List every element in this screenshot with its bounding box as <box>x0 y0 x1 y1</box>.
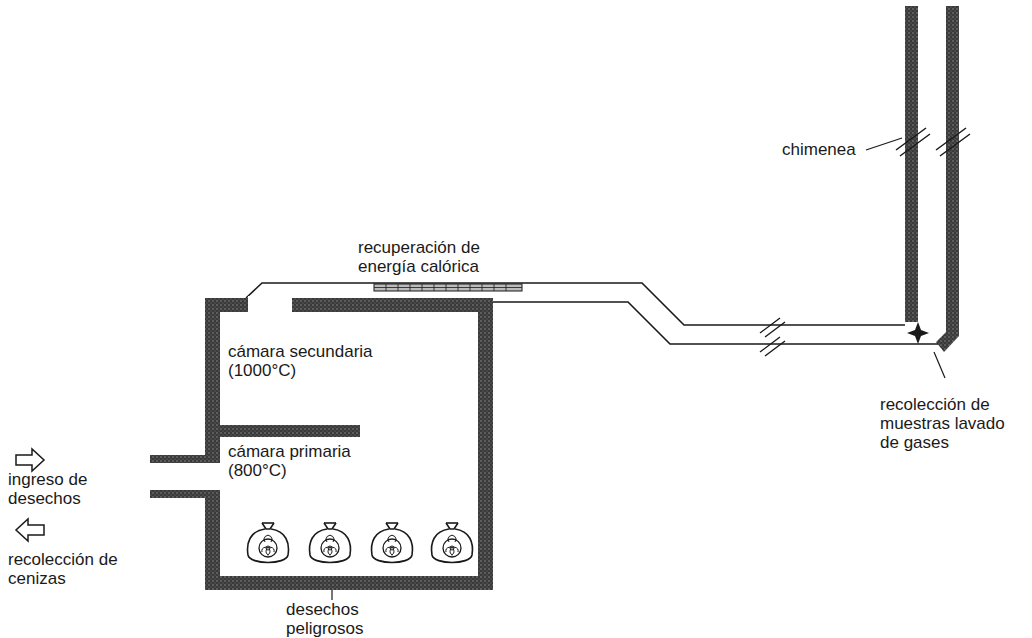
leader-line <box>331 590 332 600</box>
chamber-label: cámara primaria (800°C) <box>228 442 390 480</box>
ash-arrow <box>16 519 44 541</box>
duct-opening <box>246 298 290 313</box>
chamber-divider <box>219 425 360 437</box>
part-label: desechos peligrosos <box>286 600 396 638</box>
biohazard-bag <box>310 523 351 563</box>
inlet-throat <box>150 455 220 463</box>
part-label: recolección de muestras lavado de gases <box>880 395 1008 452</box>
leader-line <box>866 138 902 150</box>
inlet-opening <box>204 463 221 490</box>
break-mark <box>760 318 785 356</box>
inlet-arrow <box>16 449 44 471</box>
furnace-interior <box>220 312 478 576</box>
part-label: recuperación de energía calórica <box>358 238 528 276</box>
flow-label: ingreso de desechos <box>8 470 108 508</box>
duct-opening <box>248 296 292 313</box>
break-mark <box>896 128 970 156</box>
biohazard-bag <box>372 523 413 563</box>
biohazard-bag <box>248 523 289 563</box>
chamber-region: cámara primaria (800°C) <box>224 440 394 482</box>
biohazard-bag <box>432 523 473 563</box>
heat-exchanger <box>374 284 522 291</box>
chamber-region: cámara secundaria (1000°C) <box>224 340 394 382</box>
flow-label: recolección de cenizas <box>8 550 118 588</box>
inlet-throat <box>150 490 220 498</box>
leader-line <box>934 352 945 378</box>
chimney-wall <box>905 6 918 322</box>
heat-exchanger <box>374 284 522 291</box>
chimney-wall <box>936 6 959 352</box>
chamber-label: cámara secundaria (1000°C) <box>228 342 390 380</box>
furnace-wall <box>205 298 493 590</box>
sampling-point <box>907 322 929 344</box>
part-label: chimenea <box>782 140 872 159</box>
